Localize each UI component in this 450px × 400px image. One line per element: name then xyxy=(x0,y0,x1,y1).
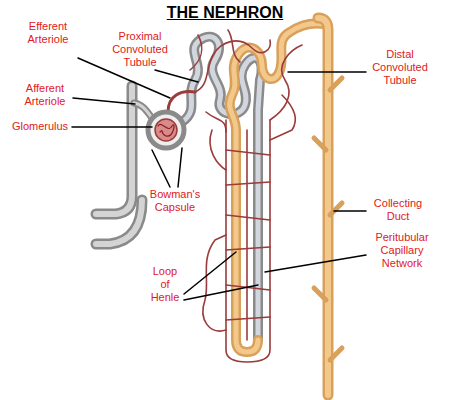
part-label: Afferent Arteriole xyxy=(18,82,72,108)
capillary xyxy=(203,235,226,331)
bowmans-capsule-shape xyxy=(148,112,184,148)
capillary xyxy=(206,112,226,132)
capillary xyxy=(210,130,226,170)
leader-line xyxy=(155,70,198,82)
blood-vessel xyxy=(96,200,142,244)
collecting-duct-tube-inner xyxy=(318,18,328,395)
collecting-duct-tube xyxy=(318,18,328,395)
part-label: Collecting Duct xyxy=(368,197,428,223)
leader-line xyxy=(265,255,366,272)
part-label: Peritubular Capillary Network xyxy=(368,231,436,270)
diagram-title: THE NEPHRON xyxy=(0,4,450,22)
blood-vessel xyxy=(96,86,132,214)
leader-line xyxy=(184,252,236,294)
part-label: Loop of Henle xyxy=(147,265,183,304)
afferent-arteriole-tube xyxy=(134,103,152,118)
part-label: Distal Convoluted Tubule xyxy=(368,48,432,87)
glomerulus-capillaries xyxy=(158,124,174,136)
leader-line xyxy=(73,98,135,104)
afferent-arteriole-tube-inner xyxy=(134,103,152,118)
glomerulus-shape xyxy=(155,119,177,141)
part-label: Glomerulus xyxy=(8,120,72,133)
leader-line xyxy=(72,126,152,128)
blood-vessel-inner xyxy=(96,86,132,214)
collecting-duct-branch xyxy=(314,78,342,360)
leader-line xyxy=(178,148,182,187)
capillary-network xyxy=(190,30,302,362)
leader-line xyxy=(334,210,366,212)
efferent-arteriole-tube xyxy=(168,92,195,112)
blood-vessel-inner xyxy=(96,200,142,244)
leader-line xyxy=(184,285,258,300)
part-label: Bowman's Capsule xyxy=(146,188,204,214)
capillary xyxy=(270,45,302,120)
capillary xyxy=(226,150,270,320)
capillary xyxy=(190,30,295,140)
capillary xyxy=(246,130,248,340)
part-label: Efferent Arteriole xyxy=(20,20,76,46)
part-label: Proximal Convoluted Tubule xyxy=(108,30,172,69)
leader-line xyxy=(288,71,366,73)
capillary xyxy=(226,120,270,362)
leader-lines xyxy=(72,58,366,300)
leader-line xyxy=(152,150,170,187)
